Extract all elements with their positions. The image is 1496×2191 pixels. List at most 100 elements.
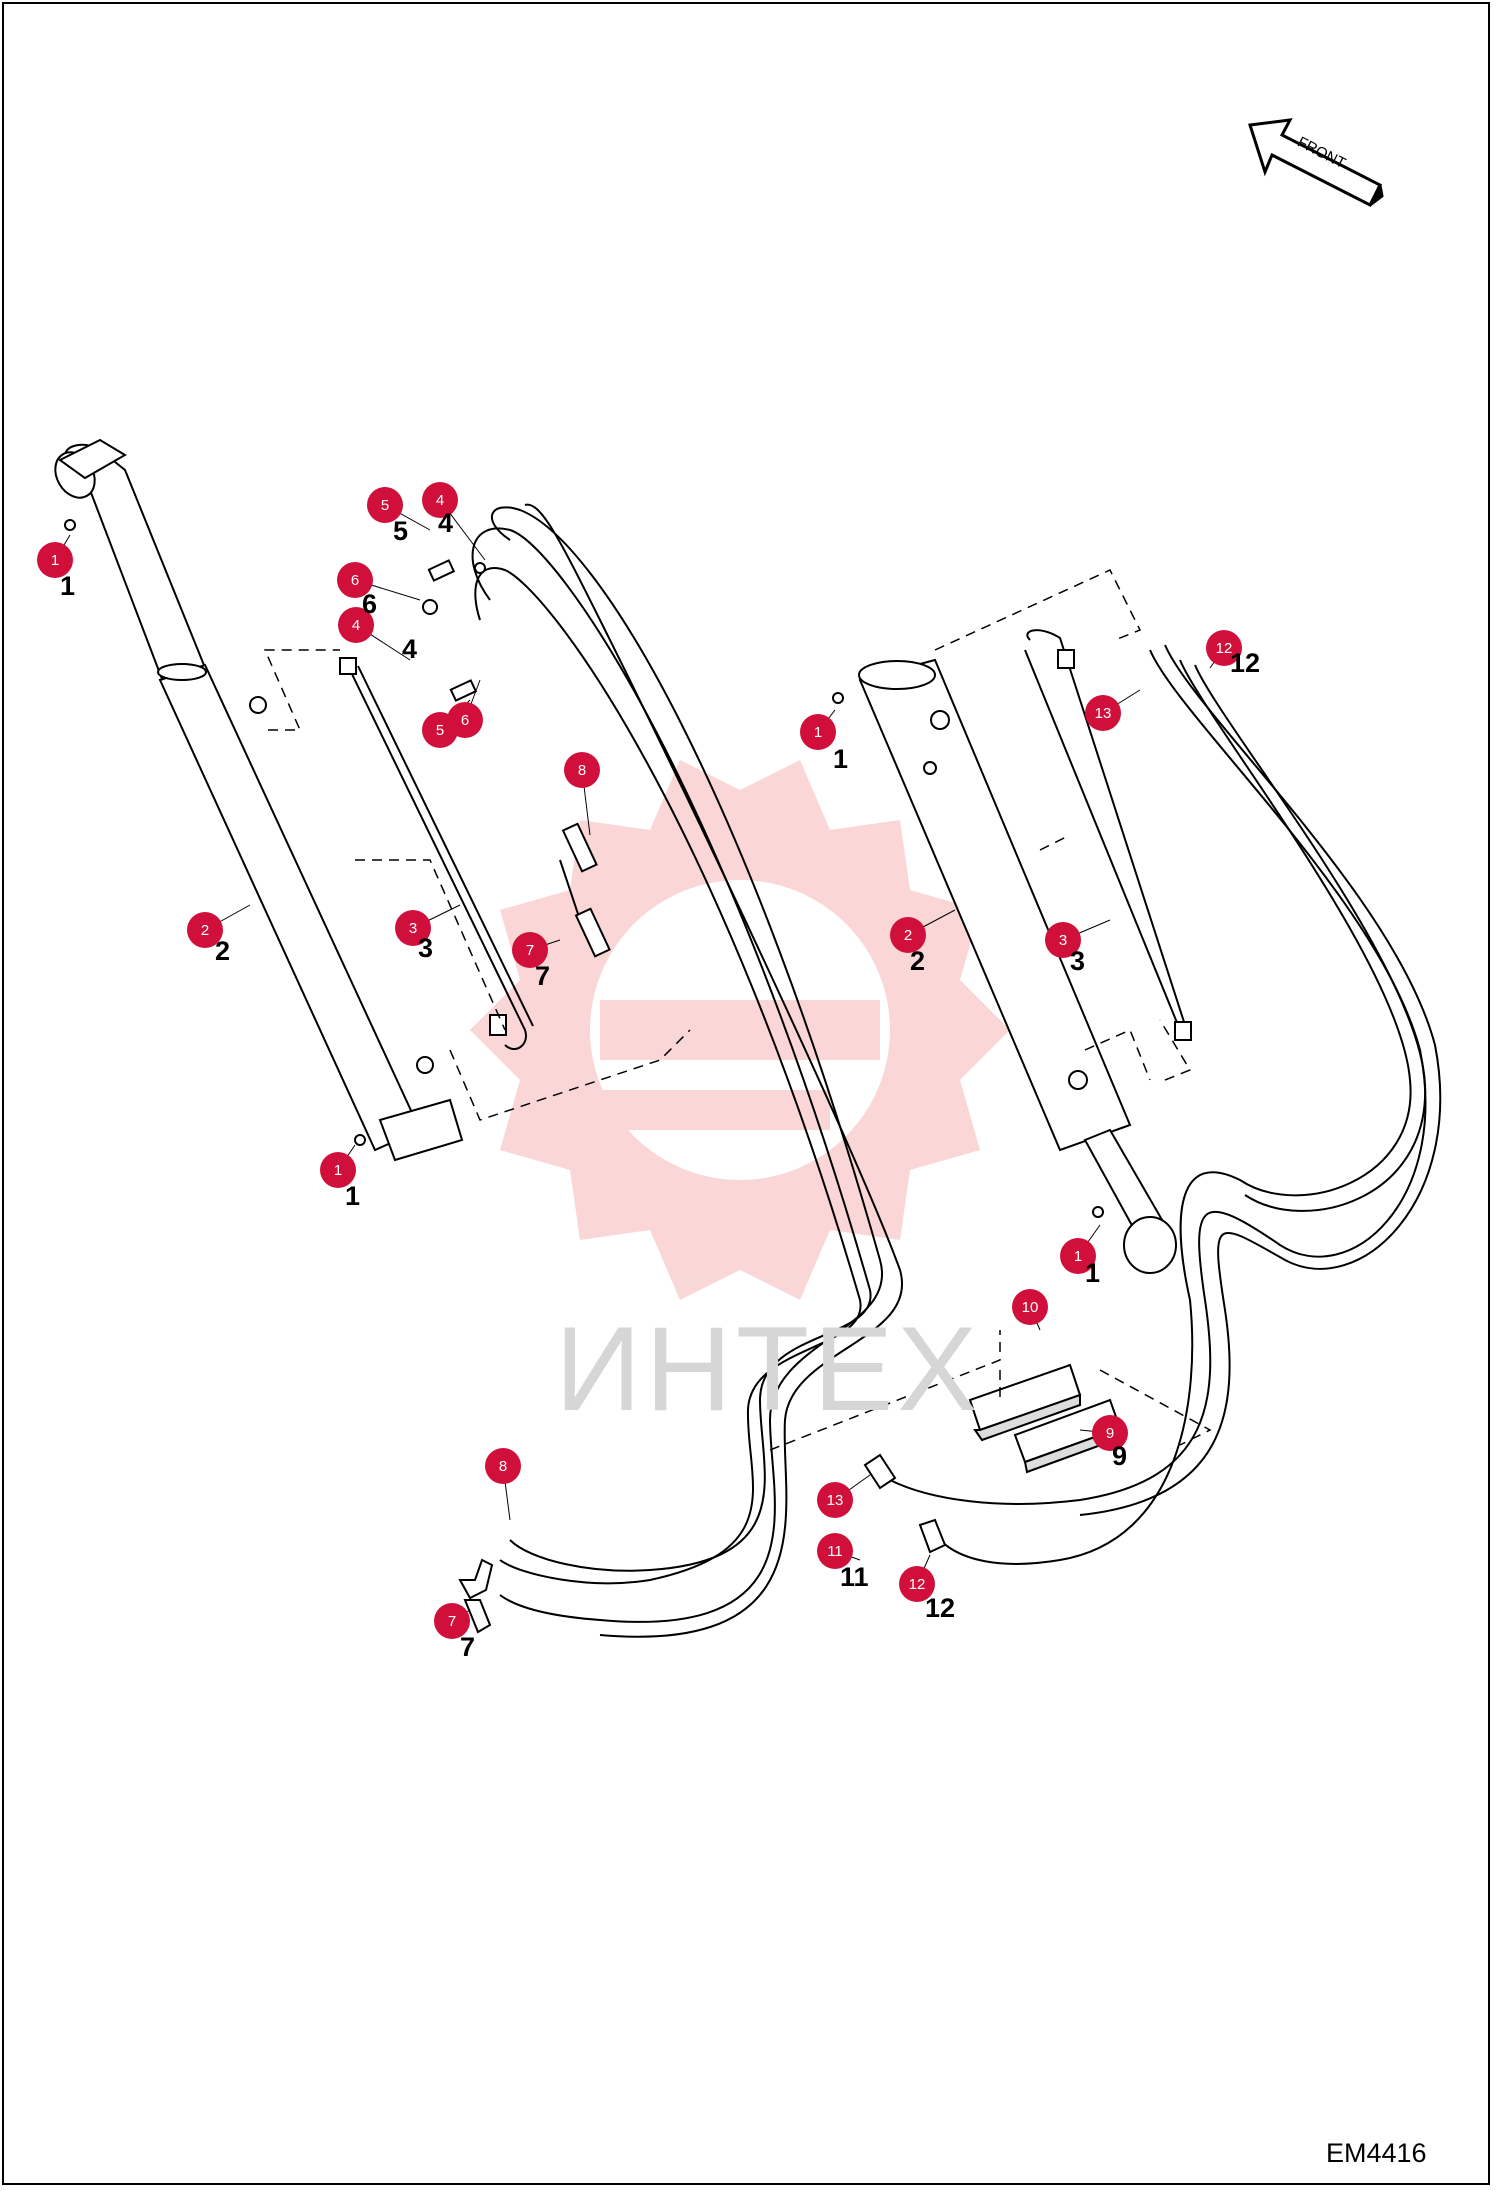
callout-c2b: 2 [890,909,956,953]
callout-c13b: 13 [817,1474,871,1518]
left-cylinder [54,438,464,1162]
callout-number: 2 [904,927,912,944]
callout-number: 4 [352,617,360,634]
part-label-l4b: 4 [402,634,417,664]
callout-number: 12 [909,1576,926,1593]
callout-number: 1 [51,552,59,569]
callout-circle [1206,630,1242,666]
dashed-guides [263,569,1212,1451]
callout-number: 5 [436,722,444,739]
part-label-l4a: 4 [438,508,453,538]
callout-circle [1085,695,1121,731]
callout-number: 1 [334,1162,342,1179]
callout-number: 12 [1216,640,1233,657]
callout-c10: 10 [1012,1289,1048,1331]
right-cylinder [832,658,1177,1274]
callout-c6b: 6 [447,679,483,738]
callout-number: 13 [827,1492,844,1509]
watermark-gear-logo [470,760,1010,1300]
callout-circle [395,910,431,946]
part-label-l1a: 1 [60,571,75,601]
callout-circle [512,932,548,968]
callout-circle [817,1533,853,1569]
callout-number: 3 [409,920,417,937]
part-label-l2a: 2 [215,936,230,966]
callout-circle [817,1482,853,1518]
part-label-l3b: 3 [1070,946,1085,976]
callout-c12a: 12 [1206,630,1242,669]
callout-c13a: 13 [1085,689,1141,731]
callout-c4b: 4 [338,607,411,661]
callout-c3a: 3 [395,904,461,946]
callout-circle [564,752,600,788]
callout-number: 6 [351,572,359,589]
callout-circle [485,1448,521,1484]
callout-number: 9 [1106,1425,1114,1442]
right-tube [1024,629,1192,1041]
callout-c7a: 7 [512,932,561,968]
callout-number: 13 [1095,705,1112,722]
document-code: EM4416 [1326,2138,1427,2168]
callout-number: 3 [1059,932,1067,949]
callout-circle [337,562,373,598]
callout-c2a: 2 [187,904,251,948]
hose-clamps [968,1363,1122,1474]
part-label-l1c: 1 [833,744,848,774]
callout-circle [187,912,223,948]
part-label-l9: 9 [1112,1441,1127,1471]
callout-c3b: 3 [1045,919,1111,958]
callout-c1c: 1 [800,709,836,750]
callout-c8b: 8 [485,1448,521,1521]
callout-c1b: 1 [320,1144,356,1188]
callout-number: 2 [201,922,209,939]
callout-circle [37,542,73,578]
callout-circle [899,1566,935,1602]
right-hoses [889,644,1442,1565]
callout-circle [447,702,483,738]
callout-c8a: 8 [564,752,600,836]
part-label-l1b: 1 [345,1181,360,1211]
callout-number: 7 [526,942,534,959]
callout-number: 4 [436,492,444,509]
callout-circle [367,487,403,523]
callout-c9: 9 [1079,1415,1128,1451]
callout-circle [434,1603,470,1639]
part-label-l2b: 2 [910,946,925,976]
callout-circle [1060,1238,1096,1274]
part-label-l3a: 3 [418,933,433,963]
part-label-l6a: 6 [362,589,377,619]
callout-number: 1 [1074,1248,1082,1265]
callout-c1d: 1 [1060,1224,1101,1274]
fittings [422,559,947,1634]
callout-c7b: 7 [434,1603,471,1639]
left-hoses [471,503,904,1638]
callout-number: 10 [1022,1299,1039,1316]
callout-c5a: 5 [367,487,431,531]
part-label-l5a: 5 [393,516,408,546]
callout-c4a: 4 [422,482,486,561]
callout-number: 1 [814,724,822,741]
watermark-text: ИНТЕХ [555,1302,982,1436]
callout-number: 11 [827,1543,843,1560]
callout-number: 7 [448,1613,456,1630]
callout-circle [422,482,458,518]
callout-c6a: 6 [337,562,421,601]
left-tube [339,657,534,1050]
callout-number: 5 [381,497,389,514]
callout-circle [890,917,926,953]
callout-number: 8 [578,762,586,779]
callout-c1a: 1 [37,534,73,578]
callout-circle [1045,922,1081,958]
callout-circle [1092,1415,1128,1451]
part-label-l1d: 1 [1085,1258,1100,1288]
front-arrow-icon: FRONT [1248,118,1384,208]
callout-circle [1012,1289,1048,1325]
part-label-l12a: 12 [1230,648,1260,678]
callout-circle [320,1152,356,1188]
part-label-l12b: 12 [925,1593,955,1623]
callout-circle [800,714,836,750]
